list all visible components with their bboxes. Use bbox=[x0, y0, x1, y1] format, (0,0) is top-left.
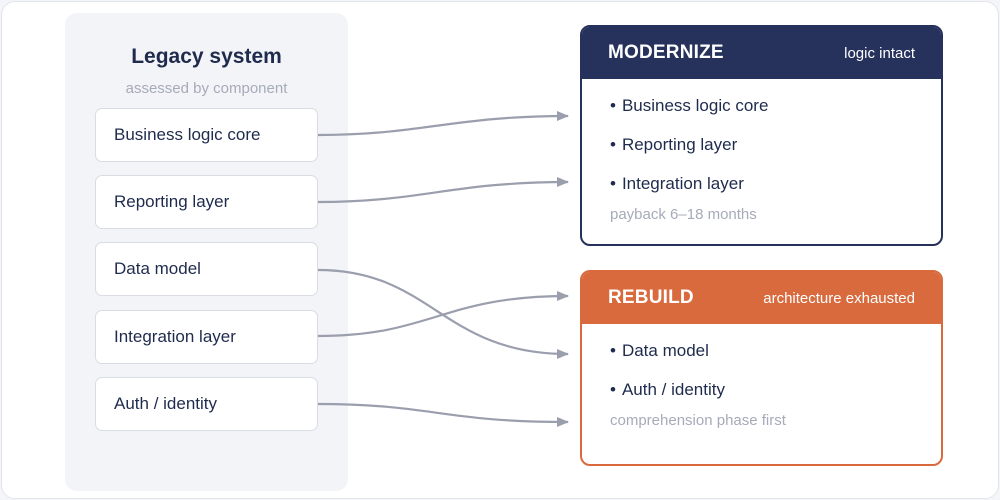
modernize-note: payback 6–18 months bbox=[610, 206, 757, 223]
rebuild-item: Auth / identity bbox=[610, 377, 941, 416]
modernize-list: Business logic core Reporting layer Inte… bbox=[582, 79, 941, 210]
component-auth-identity: Auth / identity bbox=[95, 377, 318, 431]
rebuild-list: Data model Auth / identity bbox=[582, 324, 941, 416]
arrow-data-model-to-rebuild bbox=[317, 268, 569, 359]
legacy-system-title: Legacy system bbox=[131, 45, 282, 68]
modernize-header: MODERNIZE logic intact bbox=[582, 27, 941, 79]
arrow-reporting-to-modernize bbox=[317, 177, 569, 204]
modernize-item: Integration layer bbox=[610, 171, 941, 210]
component-business-logic-core: Business logic core bbox=[95, 108, 318, 162]
rebuild-box: REBUILD architecture exhausted Data mode… bbox=[580, 270, 943, 466]
rebuild-tag: architecture exhausted bbox=[763, 289, 915, 307]
modernize-item: Business logic core bbox=[610, 93, 941, 132]
legacy-system-subtitle: assessed by component bbox=[125, 80, 288, 97]
modernize-tag: logic intact bbox=[844, 44, 915, 62]
component-integration-layer: Integration layer bbox=[95, 310, 318, 364]
arrow-auth-to-rebuild bbox=[317, 402, 569, 427]
rebuild-note: comprehension phase first bbox=[610, 412, 786, 429]
modernize-title: MODERNIZE bbox=[608, 42, 724, 63]
modernize-item: Reporting layer bbox=[610, 132, 941, 171]
modernize-box: MODERNIZE logic intact Business logic co… bbox=[580, 25, 943, 246]
component-reporting-layer: Reporting layer bbox=[95, 175, 318, 229]
arrow-integration-to-modernize bbox=[317, 291, 569, 338]
rebuild-item: Data model bbox=[610, 338, 941, 377]
rebuild-header: REBUILD architecture exhausted bbox=[582, 272, 941, 324]
component-data-model: Data model bbox=[95, 242, 318, 296]
arrow-business-logic-to-modernize bbox=[317, 111, 569, 137]
rebuild-title: REBUILD bbox=[608, 287, 694, 308]
